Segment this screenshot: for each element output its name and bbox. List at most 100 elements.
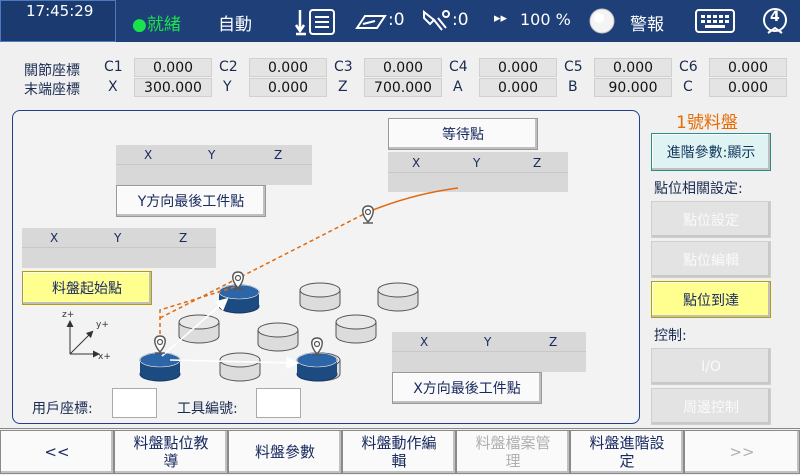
x-last-point-button[interactable]: X方向最後工件點: [392, 372, 542, 404]
tab-pallet-motion-edit[interactable]: 料盤動作編輯: [342, 430, 456, 474]
end-value: 90.000: [594, 78, 672, 97]
end-value: 300.000: [134, 78, 212, 97]
joint-axis-label: C4: [449, 59, 468, 75]
divider: [22, 247, 216, 248]
speed-value[interactable]: 100 %: [520, 10, 571, 29]
start-point-coords: [22, 228, 216, 268]
alarm-label[interactable]: 警報: [630, 15, 664, 35]
notification-badge: 4: [770, 9, 780, 25]
tool-no-input[interactable]: [256, 388, 301, 418]
control-label: 控制:: [654, 328, 687, 344]
end-axis-label: Y: [223, 79, 232, 95]
workpiece-puck: [299, 282, 341, 312]
point-settings-label: 點位相關設定:: [654, 181, 743, 197]
workpiece-puck: [257, 322, 299, 352]
workpiece-puck-selected: [139, 352, 181, 382]
tab-pallet-params[interactable]: 料盤參數: [228, 430, 342, 474]
coord-header-z: Z: [549, 335, 558, 349]
end-value: 0.000: [709, 78, 787, 97]
end-axis-label: Z: [338, 79, 348, 95]
joint-axis-label: C5: [564, 59, 583, 75]
coord-header-x: X: [420, 335, 429, 349]
prev-page-button[interactable]: <<: [0, 430, 114, 474]
end-axis-label: A: [453, 79, 463, 95]
joint-axis-label: C3: [334, 59, 353, 75]
joint-value: 0.000: [479, 58, 557, 77]
y-last-point-button[interactable]: Y方向最後工件點: [116, 185, 266, 217]
divider: [388, 172, 568, 173]
workpiece-puck-selected: [296, 352, 338, 382]
coord-header-z: Z: [533, 156, 542, 170]
pallet-title: 1號料盤: [676, 113, 738, 133]
tab-pallet-advanced[interactable]: 料盤進階設定: [570, 430, 684, 474]
joint-axis-label: C1: [104, 59, 123, 75]
tool-no-label: 工具編號:: [177, 401, 238, 417]
teach-point-pin: [311, 337, 323, 356]
joint-value: 0.000: [364, 58, 442, 77]
wait-point-button[interactable]: 等待點: [388, 118, 538, 150]
tool-counter: :0: [452, 10, 469, 30]
notification-icon[interactable]: [760, 6, 790, 38]
joint-value: 0.000: [249, 58, 327, 77]
end-value: 0.000: [479, 78, 557, 97]
status-ready: ●就緒: [132, 15, 181, 35]
coord-header-z: Z: [179, 231, 188, 245]
joint-value: 0.000: [134, 58, 212, 77]
end-coord-label: 末端座標: [24, 82, 80, 98]
joint-value: 0.000: [594, 58, 672, 77]
coordinate-icon[interactable]: [355, 12, 387, 32]
workpiece-puck: [335, 314, 377, 344]
tool-icon[interactable]: [420, 8, 452, 34]
axis-x-label: x+: [98, 352, 111, 362]
coord-header-y: Y: [208, 148, 216, 162]
io-button[interactable]: I/O: [651, 348, 771, 385]
end-value: 0.000: [249, 78, 327, 97]
coord-header-y: Y: [114, 231, 122, 245]
point-arrive-button[interactable]: 點位到達: [651, 281, 771, 318]
end-axis-label: X: [108, 79, 118, 95]
axis-y-label: y+: [96, 320, 109, 330]
pallet-diagram: [66, 187, 459, 382]
end-value: 700.000: [364, 78, 442, 97]
divider: [116, 164, 312, 165]
end-axis-label: C: [683, 79, 693, 95]
program-list-icon[interactable]: [294, 6, 338, 38]
coord-header-y: Y: [484, 335, 492, 349]
point-edit-button[interactable]: 點位編輯: [651, 241, 771, 278]
teach-point-pin: [362, 205, 374, 224]
peripheral-control-button[interactable]: 周邊控制: [651, 388, 771, 425]
coord-header-y: Y: [473, 156, 481, 170]
user-coord-input[interactable]: [112, 388, 157, 418]
speed-icon: ▸▸: [494, 11, 508, 26]
alarm-light-icon: [589, 8, 615, 34]
user-coord-label: 用戶座標:: [32, 401, 93, 417]
keyboard-icon[interactable]: [694, 8, 736, 34]
workpiece-puck: [178, 314, 220, 344]
y-last-coords: [116, 145, 312, 185]
clock-box: [0, 0, 116, 42]
joint-value: 0.000: [709, 58, 787, 77]
advanced-params-button[interactable]: 進階參數:顯示: [651, 133, 771, 171]
teach-point-pin: [154, 335, 166, 354]
x-last-coords: [392, 332, 586, 372]
top-status-bar: [0, 0, 800, 42]
end-axis-label: B: [568, 79, 578, 95]
workpiece-puck: [377, 282, 419, 312]
divider: [392, 351, 586, 352]
joint-axis-label: C2: [219, 59, 238, 75]
coordinate-counter: :0: [388, 10, 405, 30]
axis-z-label: z+: [62, 310, 75, 320]
coord-header-x: X: [50, 231, 59, 245]
tab-pallet-teach[interactable]: 料盤點位教導: [114, 430, 228, 474]
workpiece-puck: [219, 352, 261, 382]
mode-label[interactable]: 自動: [218, 15, 252, 35]
tab-pallet-file-mgmt[interactable]: 料盤檔案管理: [456, 430, 570, 474]
clock-time: 17:45:29: [26, 2, 94, 20]
next-page-button[interactable]: >>: [684, 430, 800, 474]
point-set-button[interactable]: 點位設定: [651, 201, 771, 238]
joint-axis-label: C6: [679, 59, 698, 75]
coord-header-x: X: [412, 156, 421, 170]
coord-header-z: Z: [274, 148, 283, 162]
joint-coord-label: 關節座標: [24, 63, 80, 79]
start-point-button[interactable]: 料盤起始點: [22, 271, 152, 305]
